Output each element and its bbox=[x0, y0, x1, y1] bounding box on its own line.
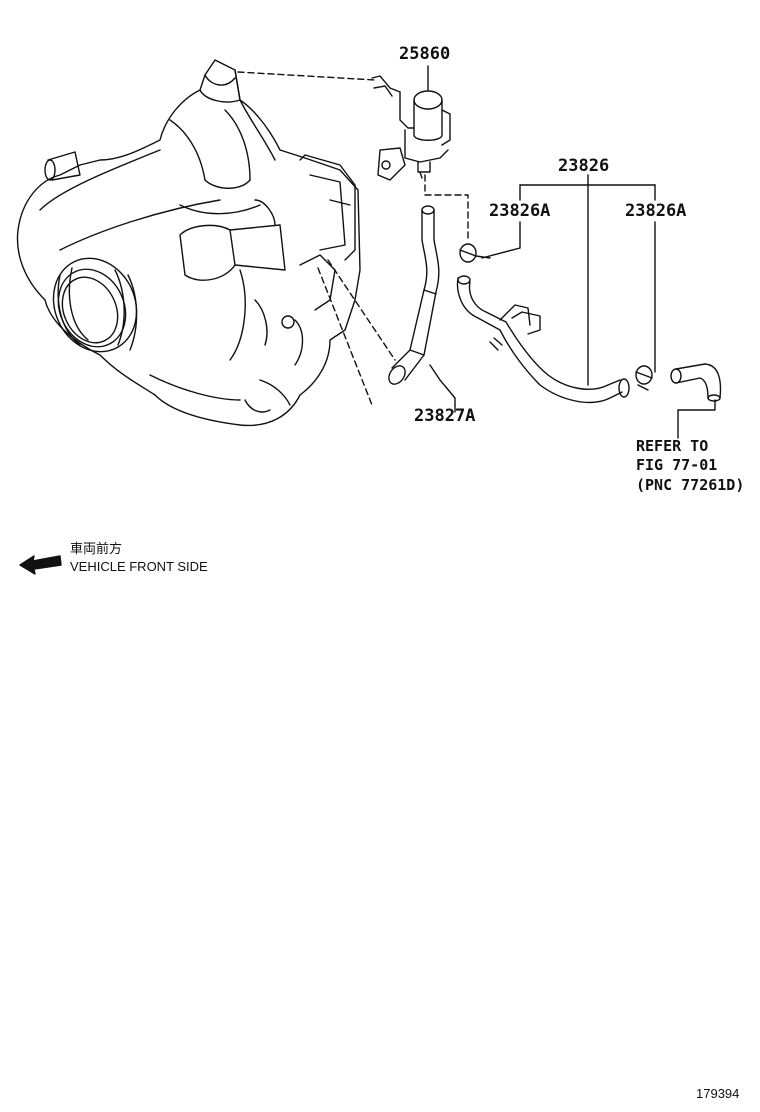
referenced-hose-illustration bbox=[670, 363, 722, 402]
part-label-23826: 23826 bbox=[558, 156, 610, 176]
orientation-japanese: 車両前方 bbox=[70, 541, 123, 556]
orientation-english: VEHICLE FRONT SIDE bbox=[70, 559, 208, 574]
part-label-23827a: 23827A bbox=[414, 406, 476, 426]
figure-number: 179394 bbox=[696, 1086, 740, 1101]
clamp-lower-illustration bbox=[635, 365, 653, 391]
reference-line-2: FIG 77-01 bbox=[636, 456, 718, 474]
part-label-23826a-right: 23826A bbox=[625, 201, 687, 221]
reference-line-3: (PNC 77261D) bbox=[636, 476, 745, 494]
part-label-23826a-left: 23826A bbox=[489, 201, 551, 221]
callout-lines bbox=[454, 174, 716, 439]
hose-23827a-illustration bbox=[388, 205, 456, 406]
hose-23826-illustration bbox=[456, 275, 630, 404]
part-label-25860: 25860 bbox=[399, 44, 451, 64]
leader-lines bbox=[237, 71, 469, 406]
reference-line-1: REFER TO bbox=[636, 437, 709, 455]
throttle-body-illustration bbox=[16, 59, 361, 427]
clamp-upper-illustration bbox=[459, 243, 491, 263]
vsv-valve-illustration bbox=[371, 65, 451, 181]
vehicle-front-arrow-icon bbox=[19, 555, 62, 575]
